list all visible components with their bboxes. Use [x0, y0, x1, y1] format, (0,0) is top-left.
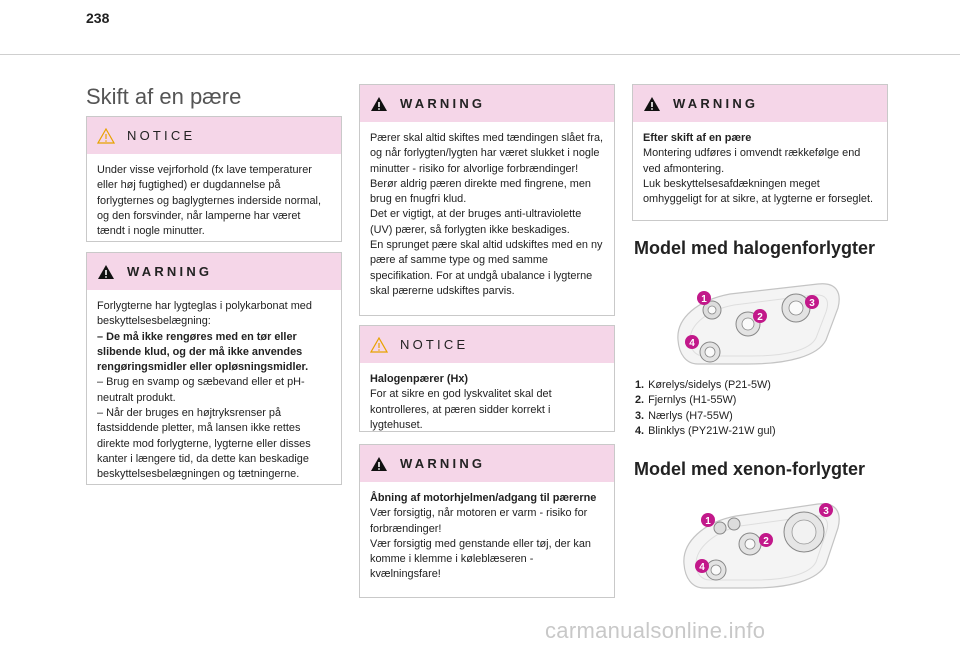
callout-2: 2 [753, 309, 767, 323]
warning-line: Berør aldrig pæren direkte med fingrene,… [370, 177, 591, 206]
notice-box-halogen: NOTICE Halogenpærer (Hx) For at sikre en… [359, 325, 615, 432]
callout-4: 4 [685, 335, 699, 349]
list-item: 3.Nærlys (H7-55W) [635, 409, 733, 422]
warning-line: En sprunget pære skal altid udskiftes me… [370, 239, 603, 297]
warning-heading: Åbning af motorhjelmen/adgang til pærern… [370, 492, 597, 504]
svg-text:2: 2 [757, 312, 763, 323]
warning-line: Pærer skal altid skiftes med tændingen s… [370, 132, 604, 175]
callout-3: 3 [805, 295, 819, 309]
notice-text: Under visse vejrforhold (fx lave tempera… [97, 164, 321, 238]
watermark: carmanualsonline.info [545, 618, 766, 643]
warning-label: WARNING [127, 264, 213, 279]
callout-4: 4 [695, 559, 709, 573]
svg-text:4: 4 [699, 562, 705, 573]
svg-text:4: 4 [689, 338, 695, 349]
warning-triangle-icon [98, 264, 114, 279]
warning-header: WARNING [633, 85, 887, 122]
callout-3: 3 [819, 503, 833, 517]
xenon-headlamp-diagram: 1 2 3 4 [683, 503, 840, 589]
warning-label: WARNING [673, 96, 759, 111]
halogen-headlamp-diagram: 1 2 3 4 [677, 283, 840, 365]
warning-line: Forlygterne har lygteglas i polykarbonat… [97, 300, 312, 328]
callout-1: 1 [697, 291, 711, 305]
callout-1: 1 [701, 513, 715, 527]
notice-heading: Halogenpærer (Hx) [370, 373, 469, 385]
callout-2: 2 [759, 533, 773, 547]
warning-triangle-icon [371, 96, 387, 111]
warning-line: – Brug en svamp og sæbevand eller et pH-… [97, 376, 305, 404]
warning-box-bonnet: WARNING Åbning af motorhjelmen/adgang ti… [359, 444, 615, 598]
warning-triangle-icon [644, 96, 660, 111]
notice-triangle-icon [97, 127, 115, 144]
warning-body: Efter skift af en pære Montering udføres… [633, 122, 887, 215]
warning-header: WARNING [87, 253, 341, 290]
warning-line: Montering udføres i omvendt rækkefølge e… [643, 147, 861, 175]
notice-label: NOTICE [127, 128, 196, 143]
warning-body: Åbning af motorhjelmen/adgang til pærern… [360, 482, 614, 591]
warning-body: Pærer skal altid skiftes med tændingen s… [360, 122, 614, 307]
notice-box-dew: NOTICE Under visse vejrforhold (fx lave … [86, 116, 342, 242]
warning-label: WARNING [400, 456, 486, 471]
notice-body: Under visse vejrforhold (fx lave tempera… [87, 154, 341, 247]
warning-box-bulb-change: WARNING Pærer skal altid skiftes med tæn… [359, 84, 615, 316]
xenon-section-title: Model med xenon-forlygter [634, 459, 866, 479]
list-item: 2.Fjernlys (H1-55W) [635, 394, 737, 407]
warning-box-polycarbonate: WARNING Forlygterne har lygteglas i poly… [86, 252, 342, 485]
halogen-bulb-list: 1.Kørelys/sidelys (P21-5W) 2.Fjernlys (H… [635, 378, 776, 439]
warning-triangle-icon [371, 456, 387, 471]
page-title: Skift af en pære [86, 84, 242, 109]
notice-triangle-icon [370, 336, 388, 353]
warning-line: Luk beskyttelsesafdækningen meget omhygg… [643, 177, 874, 206]
warning-line-bold: – De må ikke rengøres med en tør eller s… [97, 330, 309, 374]
notice-body: Halogenpærer (Hx) For at sikre en god ly… [360, 363, 614, 441]
svg-text:3: 3 [823, 506, 829, 517]
warning-box-after-change: WARNING Efter skift af en pære Montering… [632, 84, 888, 221]
list-item: 4.Blinklys (PY21W-21W gul) [635, 424, 776, 437]
halogen-section-title: Model med halogenforlygter [634, 238, 876, 258]
notice-header: NOTICE [87, 117, 341, 154]
list-item: 1.Kørelys/sidelys (P21-5W) [635, 379, 771, 391]
header-divider [0, 54, 960, 55]
svg-text:2: 2 [763, 536, 769, 547]
warning-body: Forlygterne har lygteglas i polykarbonat… [87, 290, 341, 491]
svg-text:1: 1 [701, 294, 707, 305]
warning-label: WARNING [400, 96, 486, 111]
warning-line: Vær forsigtig med genstande eller tøj, d… [370, 537, 591, 581]
warning-header: WARNING [360, 85, 614, 122]
notice-header: NOTICE [360, 326, 614, 363]
notice-text: For at sikre en god lyskvalitet skal det… [370, 388, 552, 431]
warning-line: Vær forsigtig, når motoren er varm - ris… [370, 507, 588, 535]
warning-line: Det er vigtigt, at der bruges anti-ultra… [370, 208, 582, 236]
svg-text:1: 1 [705, 516, 711, 527]
svg-text:3: 3 [809, 298, 815, 309]
warning-line: – Når der bruges en højtryksrenser på fa… [97, 407, 311, 481]
warning-header: WARNING [360, 445, 614, 482]
page-number: 238 [86, 10, 110, 26]
warning-heading: Efter skift af en pære [643, 132, 752, 144]
notice-label: NOTICE [400, 337, 469, 352]
